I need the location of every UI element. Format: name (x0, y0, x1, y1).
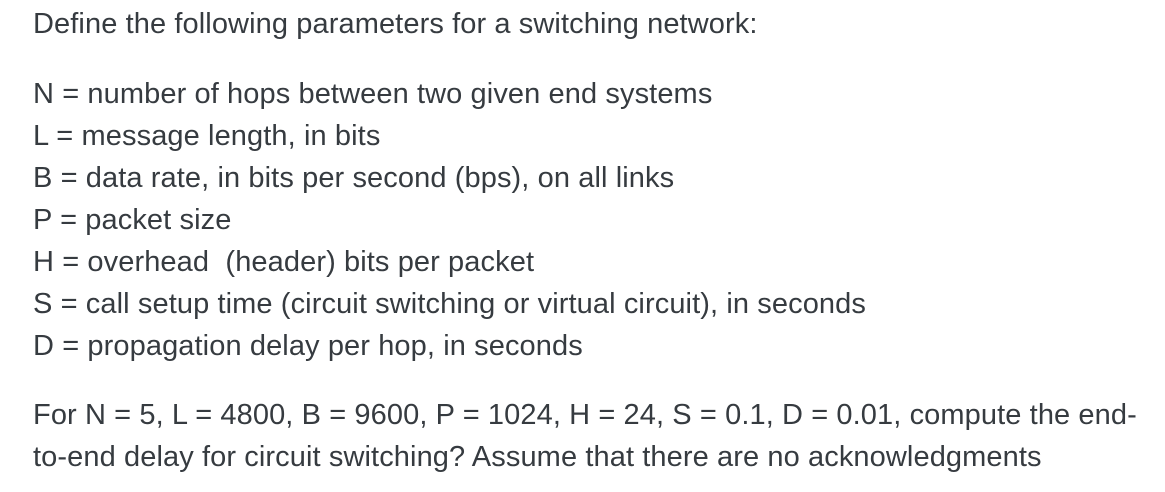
parameter-line-p: P = packet size (33, 204, 232, 236)
question-paragraph: For N = 5, L = 4800, B = 9600, P = 1024,… (33, 394, 1145, 478)
intro-line: Define the following parameters for a sw… (33, 8, 758, 40)
parameter-line-l: L = message length, in bits (33, 120, 381, 152)
parameter-line-h: H = overhead (header) bits per packet (33, 246, 535, 278)
parameter-line-n: N = number of hops between two given end… (33, 78, 713, 110)
question-line-1: For N = 5, L = 4800, B = 9600, P = 1024,… (33, 399, 1137, 431)
parameter-definitions: N = number of hops between two given end… (33, 73, 1145, 367)
parameter-line-d: D = propagation delay per hop, in second… (33, 330, 583, 362)
parameter-line-s: S = call setup time (circuit switching o… (33, 288, 866, 320)
problem-statement: Define the following parameters for a sw… (33, 8, 1145, 478)
question-line-2: to-end delay for circuit switching? Assu… (33, 441, 1042, 473)
parameter-line-b: B = data rate, in bits per second (bps),… (33, 162, 675, 194)
